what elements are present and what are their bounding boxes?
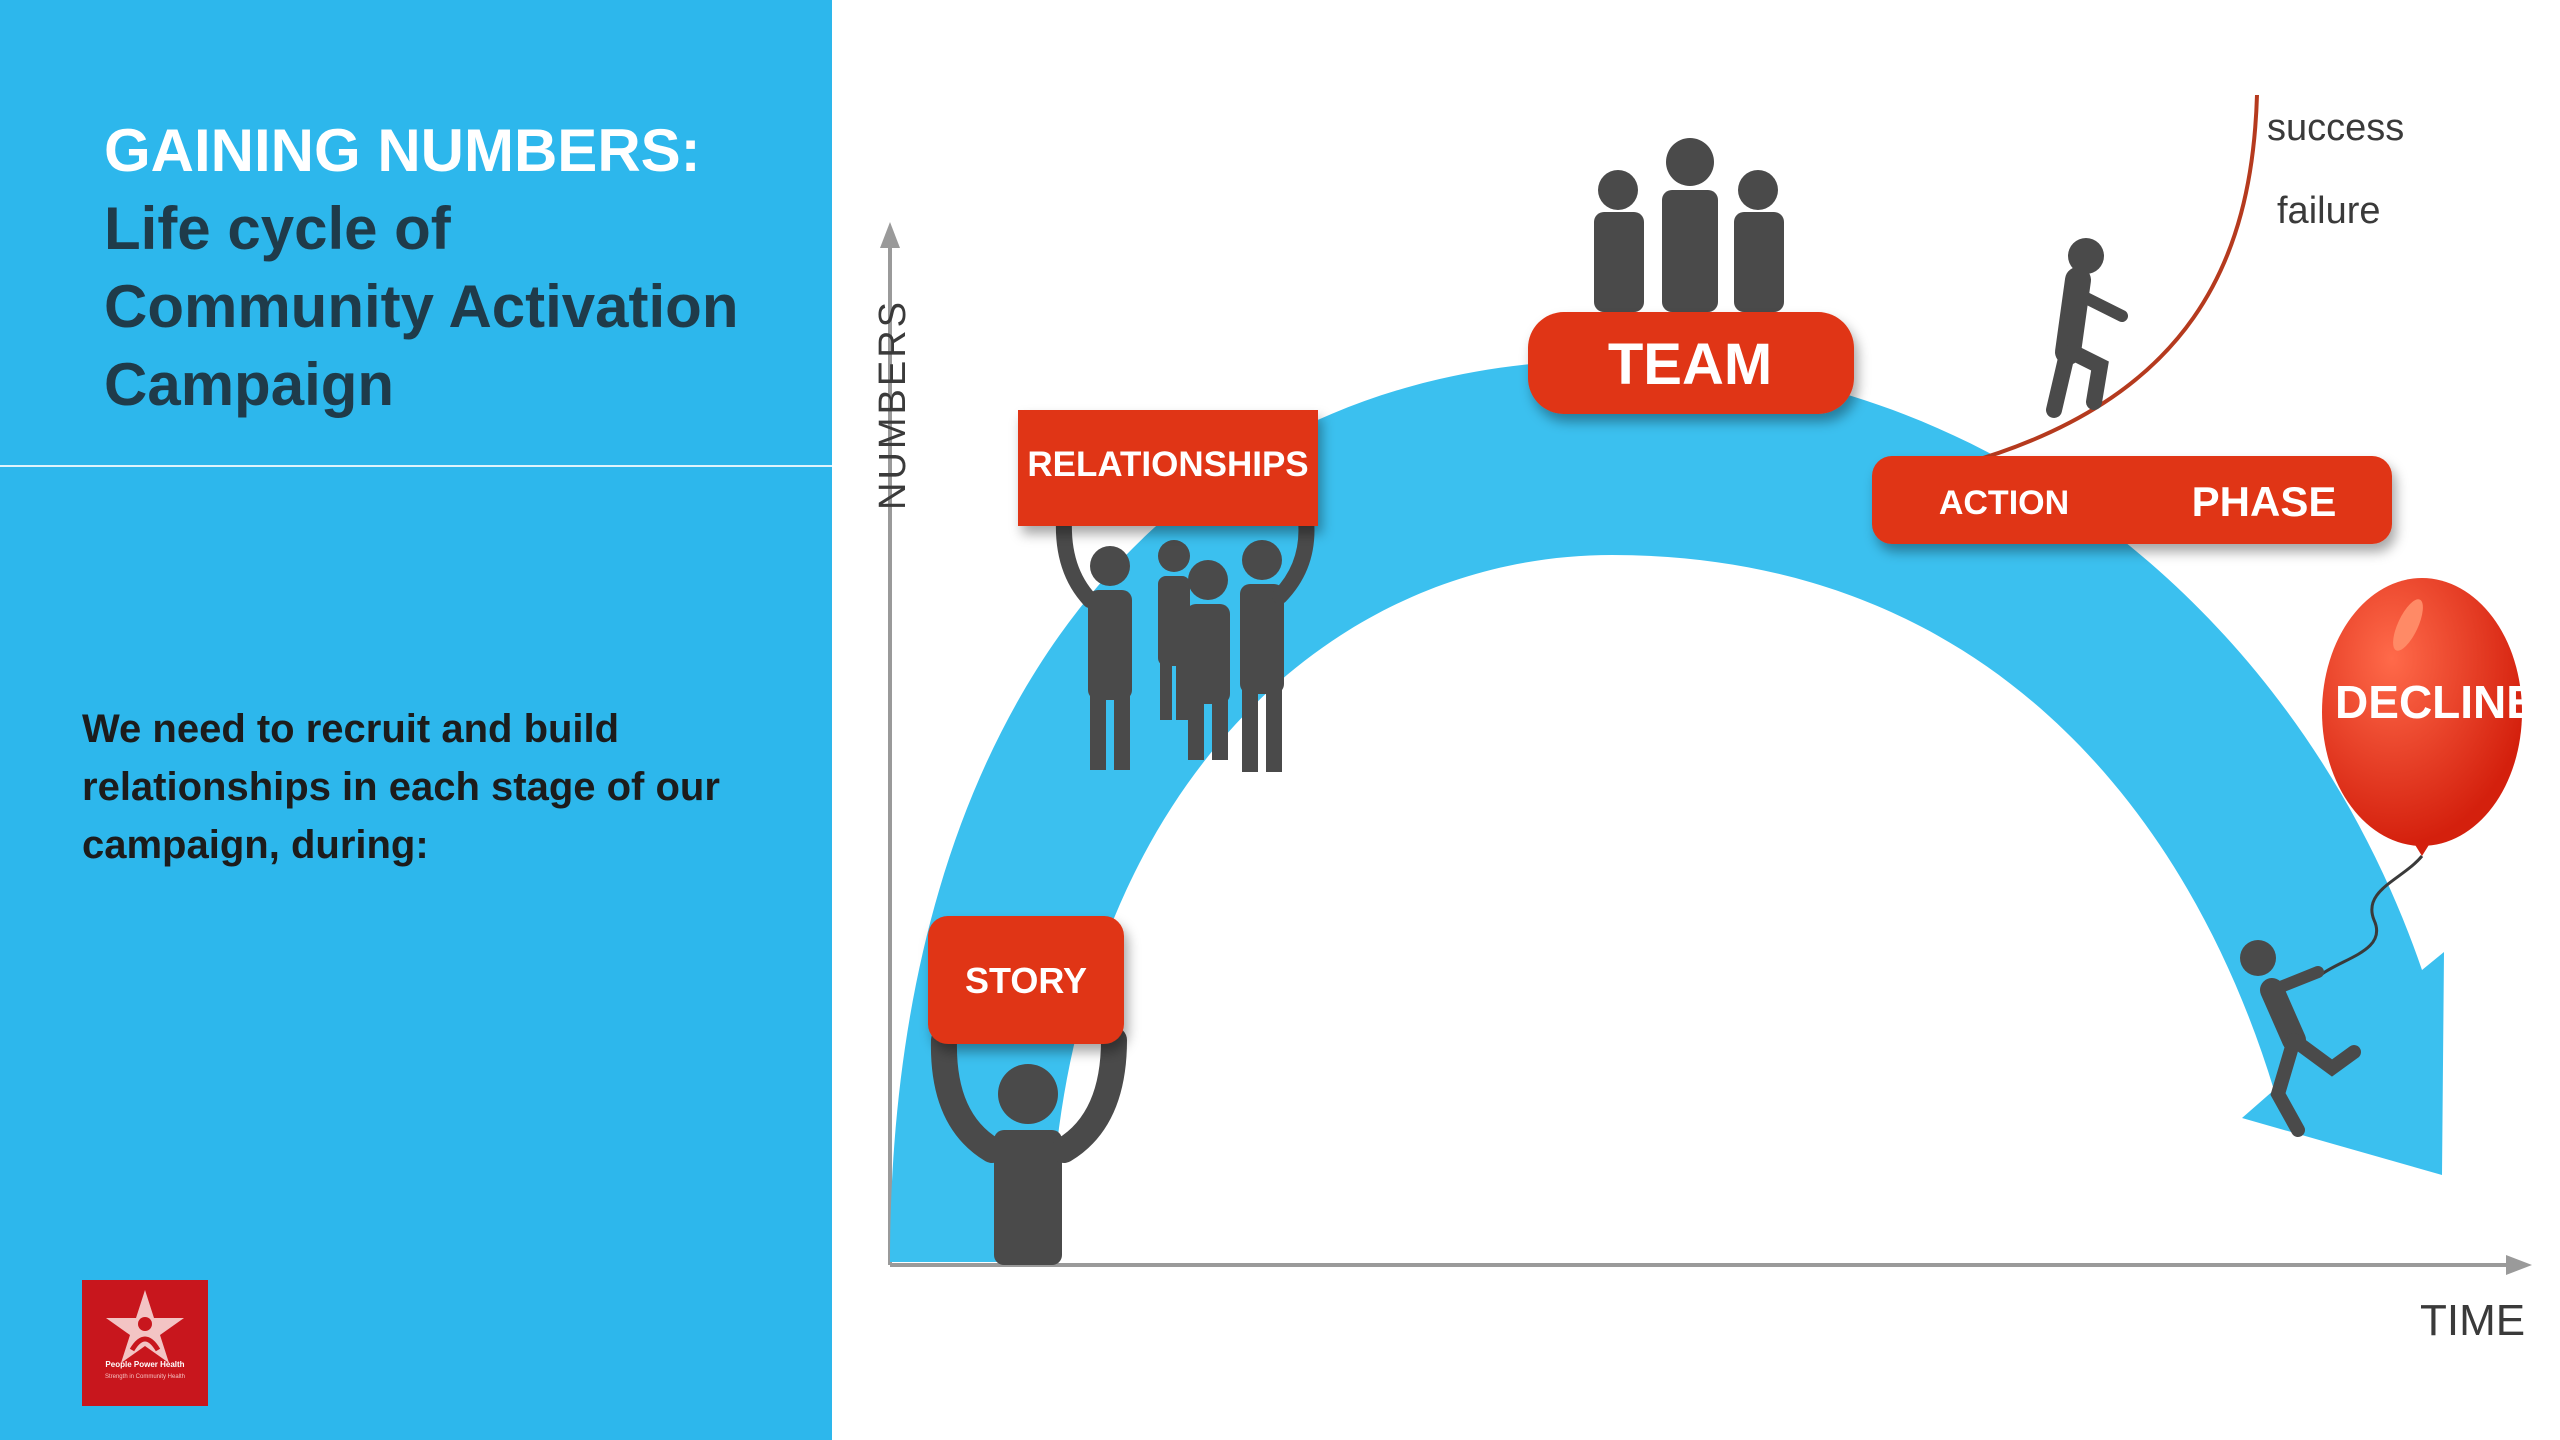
- slide-title: GAINING NUMBERS: Life cycle of Community…: [104, 112, 804, 424]
- action-label: ACTION: [1939, 484, 2069, 522]
- failure-label: failure: [2277, 190, 2381, 232]
- y-axis-label: NUMBERS: [872, 299, 914, 510]
- title-line-4: Campaign: [104, 351, 395, 418]
- balloon-icon: [2322, 578, 2522, 856]
- logo: People Power Health Strength in Communit…: [82, 1280, 208, 1406]
- decline-label: DECLINE: [2335, 676, 2537, 728]
- falling-figure-icon: [2240, 940, 2361, 1137]
- climbing-figure-icon: [2046, 238, 2128, 418]
- relationships-label-box: [1018, 410, 1318, 526]
- relationships-label: RELATIONSHIPS: [1027, 445, 1308, 484]
- title-line-2: Life cycle of: [104, 195, 451, 262]
- x-axis-label: TIME: [2420, 1296, 2525, 1345]
- team-group-icon: [1594, 138, 1784, 312]
- team-label-box: [1528, 312, 1854, 414]
- action-phase-label-box: [1872, 456, 2392, 544]
- logo-name: People Power Health: [105, 1360, 185, 1369]
- title-line-3: Community Activation: [104, 273, 739, 340]
- success-failure-curve: [1959, 94, 2259, 467]
- x-axis: [890, 1255, 2532, 1275]
- left-panel: GAINING NUMBERS: Life cycle of Community…: [0, 0, 832, 1440]
- team-label: TEAM: [1608, 332, 1772, 397]
- title-divider: [0, 465, 832, 467]
- balloon-string: [2321, 855, 2424, 976]
- title-line-1: GAINING NUMBERS:: [104, 117, 701, 184]
- story-label: STORY: [965, 960, 1087, 1001]
- success-label: success: [2267, 107, 2404, 149]
- logo-tagline: Strength in Community Health: [104, 1374, 186, 1380]
- phase-label: PHASE: [2192, 478, 2337, 525]
- y-axis: [880, 222, 900, 1265]
- story-label-box: [928, 916, 1124, 1044]
- star-logo-icon: [106, 1290, 184, 1363]
- body-text: We need to recruit and build relationshi…: [82, 707, 720, 867]
- story-figure-icon: [930, 1027, 1127, 1265]
- lifecycle-diagram: NUMBERS TIME success failure STORY: [872, 94, 2537, 1345]
- relationships-group-icon: [1055, 512, 1315, 772]
